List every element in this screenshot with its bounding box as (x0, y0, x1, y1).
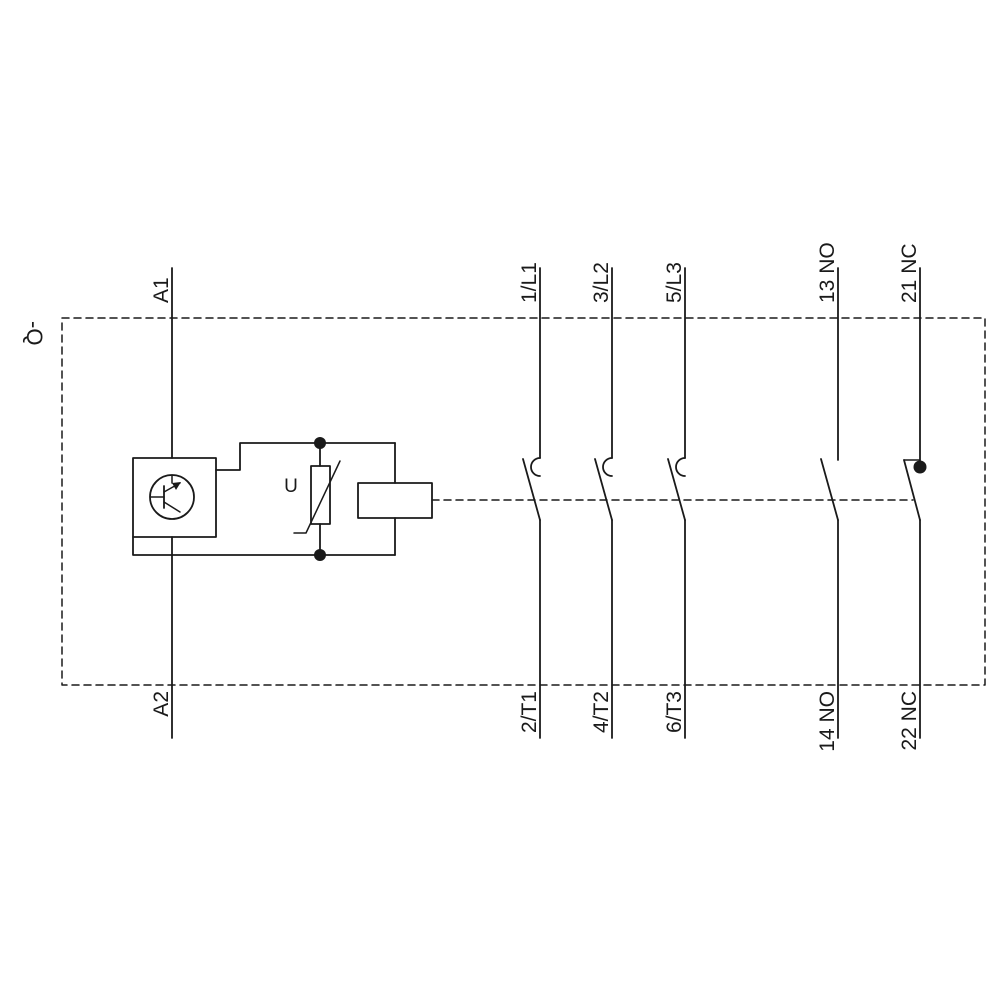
main-pole-2: 3/L2 4/T2 (590, 262, 613, 739)
varistor-diagonal (293, 460, 341, 534)
coil-top-rail (215, 442, 396, 471)
device-boundary-box (61, 317, 986, 686)
coil-box (357, 482, 433, 519)
contact-blade (667, 458, 686, 521)
junction-dot-bottom (314, 549, 326, 561)
terminal-label-6t3: 6/T3 (663, 691, 686, 733)
junction-dot-top (314, 437, 326, 449)
terminal-label-2t1: 2/T1 (518, 691, 541, 733)
terminal-label-14no: 14 NO (816, 691, 839, 752)
electronics-module (132, 457, 217, 538)
terminal-label-a1: A1 (150, 277, 173, 303)
terminal-label-3l2: 3/L2 (590, 262, 613, 303)
arc-chute-icon (675, 457, 686, 477)
main-pole-3: 5/L3 6/T3 (663, 262, 686, 739)
terminal-label-13no: 13 NO (816, 242, 839, 303)
coil-bottom-rail (132, 536, 396, 556)
terminal-label-1l1: 1/L1 (518, 262, 541, 303)
arc-chute-icon (602, 457, 613, 477)
terminal-label-a2: A2 (150, 691, 173, 717)
terminal-label-22nc: 22 NC (898, 691, 921, 751)
aux-nc-contact: 21 NC 22 NC (898, 243, 927, 751)
electronics-box (132, 457, 217, 538)
operating-coil (357, 442, 433, 556)
device-designator-label: -Q (22, 321, 47, 345)
varistor-voltage-label: U (284, 476, 298, 497)
contact-blade (522, 458, 541, 521)
coil-circuit: A1 A2 (132, 267, 433, 739)
transistor-icon (150, 474, 181, 513)
aux-no-contact: 13 NO 14 NO (816, 242, 839, 751)
contact-blade (594, 458, 613, 521)
varistor-branch: U (284, 437, 341, 561)
arc-chute-icon (530, 457, 541, 477)
terminal-label-21nc: 21 NC (898, 243, 921, 303)
terminal-label-4t2: 4/T2 (590, 691, 613, 733)
contact-blade (820, 458, 839, 521)
contact-blade (903, 459, 921, 521)
main-pole-1: 1/L1 2/T1 (518, 262, 541, 739)
terminal-label-5l3: 5/L3 (663, 262, 686, 303)
nc-terminal-dot (913, 460, 927, 474)
